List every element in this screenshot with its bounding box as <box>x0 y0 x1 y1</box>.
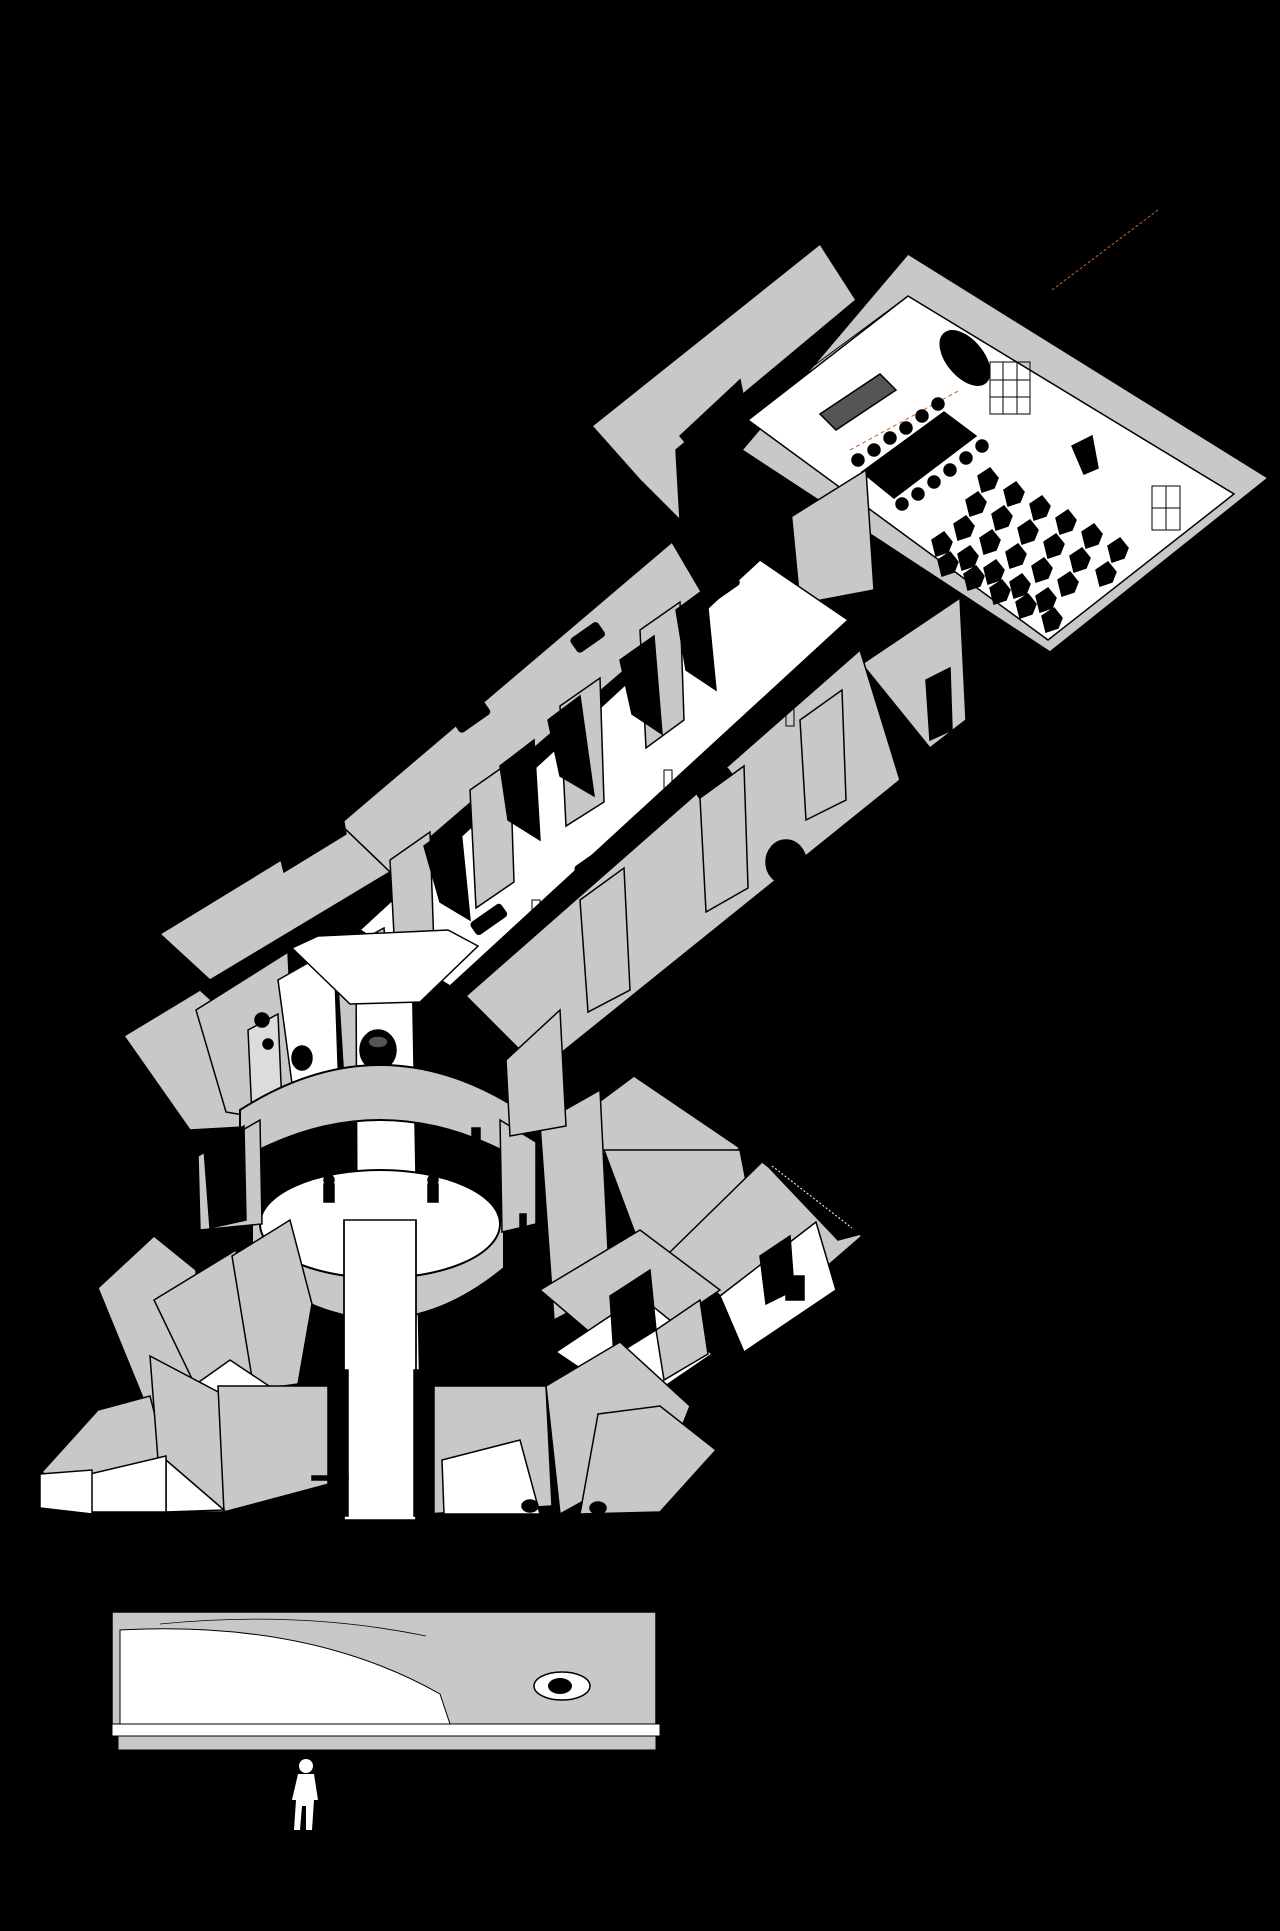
conference-room <box>740 253 1270 653</box>
central-rotunda <box>197 929 537 1521</box>
chair-icon <box>851 397 989 511</box>
upper-wing-wall <box>590 242 857 522</box>
right-wing-rooms <box>471 1008 870 1407</box>
round-cabinet-icon <box>765 839 807 885</box>
accent-line <box>1051 209 1159 291</box>
entrance-block <box>39 1341 718 1517</box>
window-grid <box>989 361 1181 531</box>
table-icon <box>860 411 978 499</box>
human-figure-icon <box>423 1503 429 1517</box>
mirror-icon <box>291 1045 313 1071</box>
section-elevation <box>111 1611 661 1830</box>
human-figure-icon <box>292 1759 318 1830</box>
round-mirror-icon <box>939 330 991 386</box>
logo-mark <box>1071 434 1099 475</box>
floor-plan <box>39 209 1270 1521</box>
corridor-offices <box>158 540 901 1072</box>
audience-chairs <box>931 466 1129 633</box>
sculpture-icon <box>323 1174 439 1203</box>
